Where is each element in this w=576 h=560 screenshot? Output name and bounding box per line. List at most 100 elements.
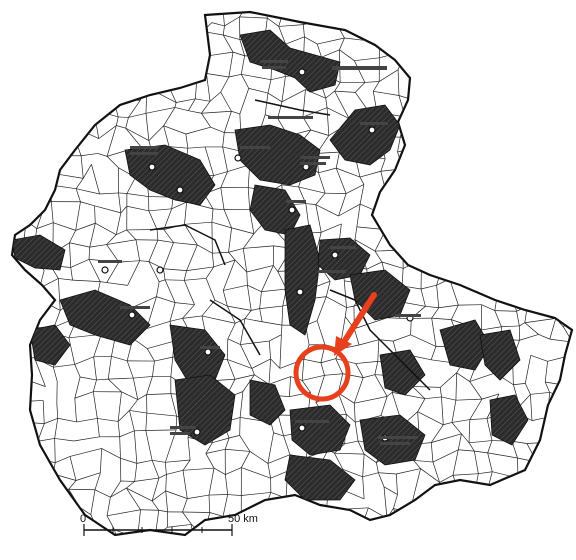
commune-boundary [82, 164, 92, 179]
commune-boundary [227, 359, 252, 369]
commune-boundary [555, 318, 564, 328]
commune-boundary [325, 281, 331, 297]
commune-boundary [524, 497, 539, 518]
commune-boundary [12, 71, 13, 75]
commune-boundary [468, 146, 477, 164]
commune-boundary [415, 216, 418, 221]
commune-boundary [268, 358, 271, 385]
commune-boundary [361, 546, 380, 547]
commune-boundary [92, 49, 122, 58]
commune-boundary [569, 36, 572, 42]
commune-boundary [438, 304, 459, 309]
commune-boundary [145, 107, 175, 114]
commune-boundary [56, 403, 59, 419]
commune-boundary [516, 242, 527, 249]
commune-boundary [71, 49, 93, 58]
highlight-arrow-head [334, 336, 352, 356]
commune-boundary [156, 296, 176, 303]
commune-boundary [125, 117, 129, 129]
commune-boundary [516, 311, 520, 327]
commune-boundary [23, 549, 41, 551]
commune-boundary [247, 284, 262, 292]
commune-boundary [76, 418, 98, 423]
commune-boundary [569, 188, 572, 198]
commune-boundary [468, 145, 497, 155]
commune-boundary [12, 192, 21, 215]
commune-boundary [414, 551, 417, 560]
commune-boundary [356, 204, 361, 227]
commune-boundary [261, 265, 274, 292]
commune-boundary [326, 526, 336, 535]
commune-boundary [557, 492, 567, 494]
commune-boundary [211, 221, 232, 229]
commune-boundary [165, 490, 188, 499]
commune-boundary [126, 177, 136, 194]
commune-boundary [449, 89, 452, 119]
commune-boundary [30, 505, 43, 529]
commune-boundary [39, 126, 63, 132]
commune-boundary [118, 192, 122, 213]
shaded-area-west-1 [59, 289, 151, 346]
commune-boundary [19, 174, 23, 193]
commune-boundary [430, 493, 461, 498]
commune-boundary [197, 244, 213, 254]
commune-boundary [343, 280, 347, 308]
commune-boundary [289, 376, 291, 397]
commune-boundary [344, 307, 347, 317]
commune-boundary [12, 512, 26, 516]
commune-boundary [451, 419, 470, 423]
commune-boundary [184, 277, 207, 281]
commune-boundary [338, 203, 361, 217]
commune-boundary [151, 477, 160, 502]
commune-boundary [99, 192, 119, 195]
commune-boundary [265, 0, 288, 1]
commune-boundary [75, 472, 101, 481]
commune-boundary [448, 60, 451, 74]
commune-boundary [92, 70, 121, 79]
commune-boundary [74, 398, 77, 422]
commune-boundary [510, 52, 514, 70]
commune-boundary [163, 125, 170, 147]
shaded-area-center-column [284, 224, 321, 336]
commune-boundary [517, 13, 521, 39]
commune-boundary [554, 36, 571, 43]
commune-boundary [551, 246, 572, 249]
commune-boundary [0, 24, 4, 32]
commune-boundary [116, 12, 121, 25]
commune-boundary [74, 376, 81, 399]
commune-boundary [227, 494, 242, 496]
commune-boundary [449, 544, 451, 560]
commune-boundary [424, 396, 442, 400]
commune-boundary [148, 125, 164, 141]
commune-boundary [270, 470, 288, 479]
commune-boundary [508, 156, 512, 170]
commune-boundary [277, 531, 289, 535]
commune-boundary [439, 474, 454, 483]
commune-boundary [222, 25, 225, 36]
commune-boundary [547, 18, 556, 43]
commune-boundary [167, 12, 173, 17]
commune-boundary [259, 308, 263, 322]
commune-boundary [435, 44, 442, 51]
commune-boundary [69, 88, 79, 115]
commune-boundary [339, 49, 355, 61]
commune-boundary [306, 505, 327, 512]
commune-boundary [392, 12, 403, 23]
commune-boundary [496, 212, 500, 234]
commune-boundary [569, 234, 572, 247]
commune-boundary [547, 411, 566, 418]
commune-boundary [359, 176, 365, 185]
commune-boundary [531, 12, 535, 37]
commune-boundary [81, 153, 98, 157]
commune-boundary [548, 270, 552, 286]
commune-boundary [133, 430, 138, 464]
commune-boundary [140, 509, 159, 511]
commune-boundary [302, 116, 312, 131]
commune-boundary [146, 320, 171, 329]
commune-boundary [205, 442, 213, 454]
commune-boundary [139, 260, 149, 262]
commune-boundary [526, 228, 529, 249]
commune-boundary [403, 184, 420, 190]
commune-boundary [146, 376, 153, 395]
commune-boundary [303, 36, 305, 54]
